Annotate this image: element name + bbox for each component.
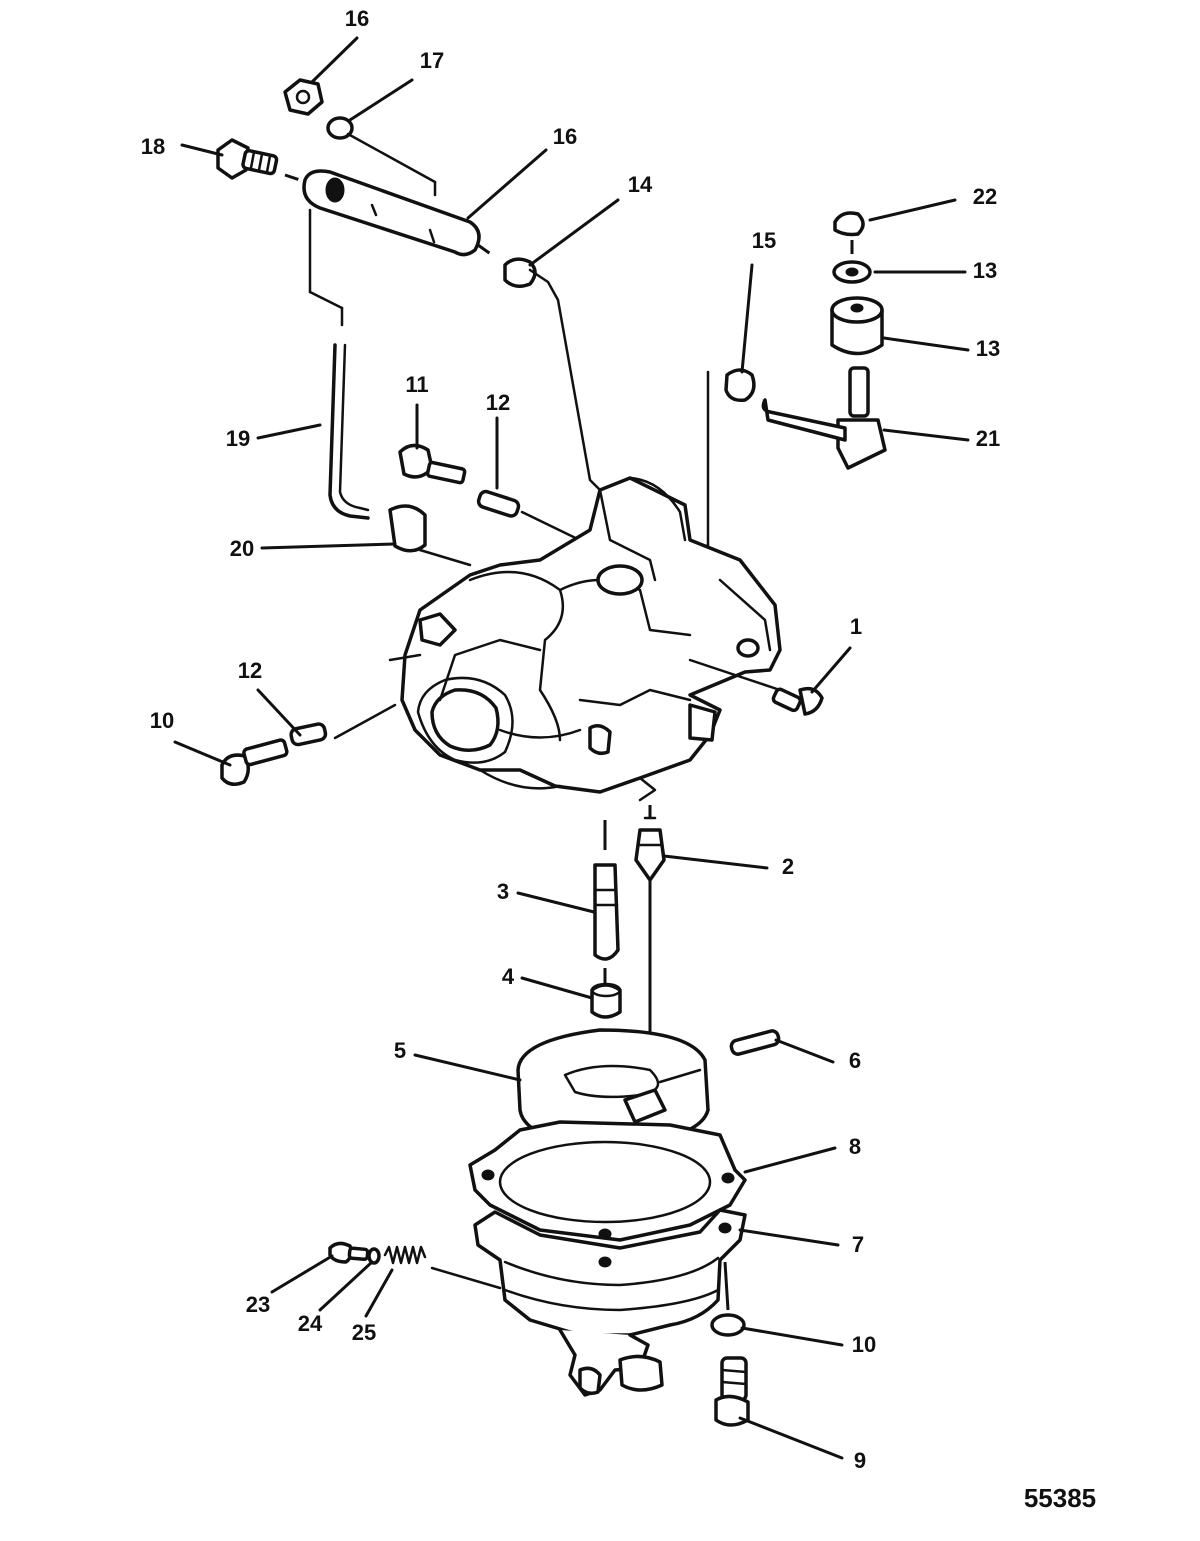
part-16-clip-right xyxy=(688,368,756,562)
callout-15: 13 xyxy=(973,258,997,283)
callout-24: 22 xyxy=(973,184,997,209)
callout-2: 2 xyxy=(782,854,794,879)
callout-18: 16 xyxy=(345,6,369,31)
callout-12: 11 xyxy=(405,372,428,397)
part-carburetor-body xyxy=(388,476,782,802)
callout-16: 14 xyxy=(628,172,653,197)
callout-21: 19 xyxy=(226,426,250,451)
part-24-clip xyxy=(833,211,865,262)
callout-19: 17 xyxy=(420,48,444,73)
part-10-washer xyxy=(710,1261,746,1337)
callout-6: 6 xyxy=(849,1048,861,1073)
leader-lines xyxy=(173,36,970,1460)
callout-17: 16 xyxy=(553,124,577,149)
part-9-screw xyxy=(714,1356,750,1427)
part-11-screw xyxy=(220,738,289,786)
callout-5: 5 xyxy=(394,1038,406,1063)
part-20-bolt xyxy=(216,138,279,180)
callout-14: 13 xyxy=(976,336,1000,361)
callout-labels: 16 17 18 16 14 15 22 13 13 21 19 11 12 2… xyxy=(141,6,1000,1473)
part-18-nut xyxy=(283,78,324,116)
part-13-spring-upper xyxy=(476,489,592,547)
callout-26: 24 xyxy=(298,1311,323,1336)
figure-number: 55385 xyxy=(1024,1483,1096,1513)
callout-7: 7 xyxy=(852,1232,864,1257)
part-23-lever xyxy=(761,366,887,470)
part-22-clip xyxy=(388,504,472,567)
callout-23: 21 xyxy=(976,426,1000,451)
part-26-o-ring xyxy=(367,1247,381,1265)
callout-13: 12 xyxy=(486,390,510,415)
callout-13: 12 xyxy=(238,658,262,683)
part-15-washer xyxy=(832,260,872,284)
callout-9: 9 xyxy=(854,1448,866,1473)
part-17-link-arm xyxy=(284,169,493,257)
callout-20: 18 xyxy=(141,134,165,159)
callout-27: 25 xyxy=(352,1320,376,1345)
part-27-spring xyxy=(383,1245,502,1290)
callout-16: 15 xyxy=(752,228,776,253)
part-14-roller xyxy=(830,296,884,356)
part-4-jet xyxy=(590,982,622,1019)
part-drawings xyxy=(216,78,887,1427)
part-3-jet xyxy=(593,863,620,961)
part-1-screw xyxy=(688,658,824,716)
callout-3: 3 xyxy=(497,879,509,904)
part-6-pin xyxy=(729,1029,781,1056)
part-2-needle-valve xyxy=(634,816,666,882)
callout-4: 4 xyxy=(502,964,515,989)
part-25-screw xyxy=(328,1241,370,1264)
part-12-screw xyxy=(398,443,467,485)
part-13-spring-left xyxy=(289,703,397,747)
callout-8: 8 xyxy=(849,1134,861,1159)
part-16-clip-upper xyxy=(503,257,602,492)
callout-11: 10 xyxy=(150,708,174,733)
callout-25: 23 xyxy=(246,1292,270,1317)
part-21-choke-rod xyxy=(308,208,370,520)
part-8-gasket xyxy=(468,1120,747,1242)
callout-22: 20 xyxy=(230,536,254,561)
callout-1: 1 xyxy=(850,614,862,639)
callout-10: 10 xyxy=(852,1332,876,1357)
part-19-washer xyxy=(326,116,437,197)
part-7-float-bowl xyxy=(473,1208,747,1397)
